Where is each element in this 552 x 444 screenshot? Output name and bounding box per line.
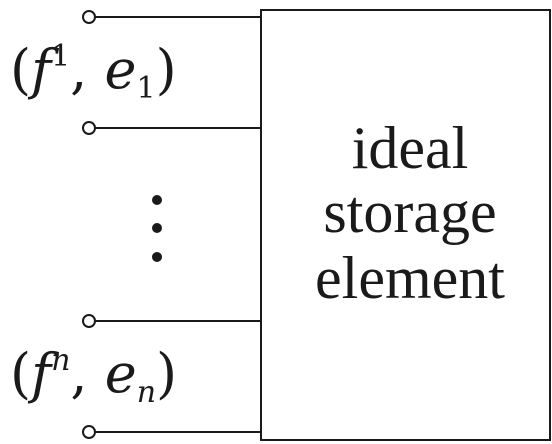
port-1-label: (f1, e1) — [10, 38, 177, 106]
ellipsis-dot-3 — [152, 252, 162, 262]
element-label-line-2: storage — [323, 179, 496, 245]
storage-element-box — [260, 9, 551, 441]
ellipsis-dot-2 — [152, 223, 162, 233]
port-1-top-terminal — [82, 10, 96, 24]
port-1-bottom-terminal — [82, 121, 96, 135]
ellipsis-dot-1 — [152, 195, 162, 205]
port-n-bottom-terminal — [82, 425, 96, 439]
port-n-label: (fn, en) — [10, 342, 177, 410]
port-n-top-terminal — [82, 314, 96, 328]
element-label-line-3: element — [315, 245, 505, 311]
element-label-line-1: ideal — [352, 115, 469, 181]
